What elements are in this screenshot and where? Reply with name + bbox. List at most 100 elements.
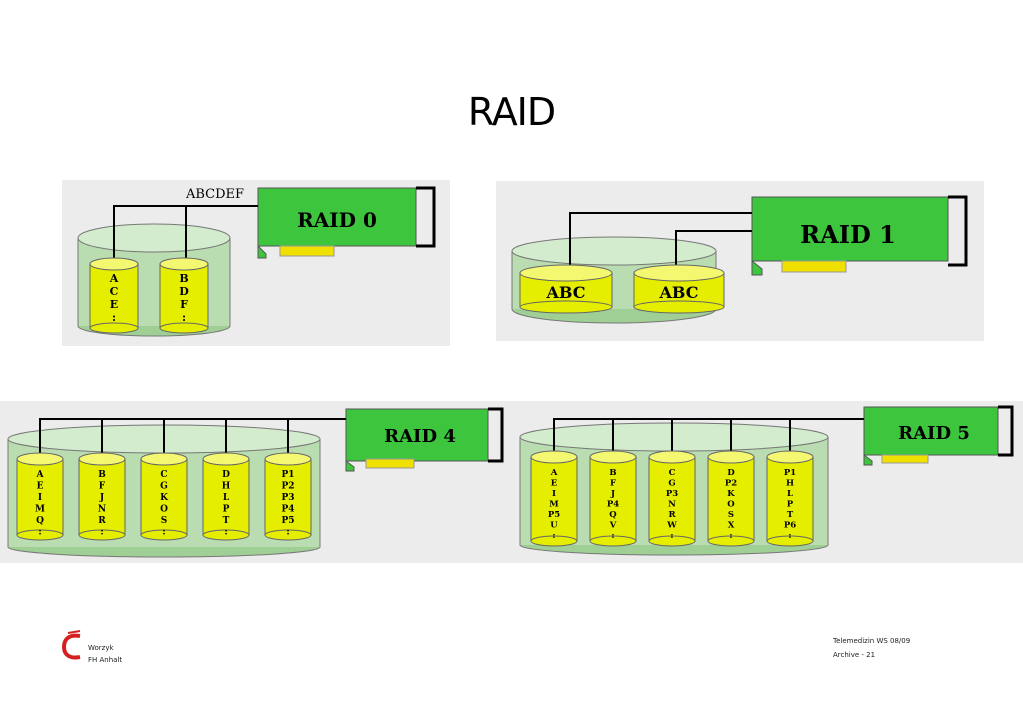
raid1-tray-top — [511, 236, 717, 266]
raid4-disk-5-block: P5 — [281, 516, 294, 526]
slide-title: RAID — [467, 90, 556, 134]
raid5-disk-2-block: Q — [609, 510, 617, 520]
raid1-disk-1: ABC — [519, 264, 613, 314]
raid4-disk-1-block: Q — [36, 516, 44, 526]
raid0-disk-1-block: A — [109, 272, 119, 285]
raid0-disk-2-block: : — [182, 311, 186, 324]
raid5-disk-3-block: C — [669, 468, 676, 478]
raid5-disk-1-block: P5 — [548, 510, 560, 520]
raid4-disk-3-block: : — [162, 528, 165, 538]
raid4-disk-4-block: P — [223, 505, 230, 515]
raid4-card-label: RAID 4 — [384, 426, 456, 447]
raid1-card-label: RAID 1 — [800, 220, 896, 249]
raid5-disk-5-block: P1 — [784, 468, 796, 478]
raid5-disk-2-block: P4 — [607, 500, 619, 510]
raid5-disk-3-block: N — [668, 500, 676, 510]
fh-anhalt-logo — [62, 630, 81, 660]
raid4-disk-2-block: R — [98, 516, 106, 526]
raid5-disk-1-block: U — [550, 521, 558, 531]
footer-author: Worzyk — [88, 644, 114, 652]
raid4-disk-2-block: N — [98, 505, 106, 515]
raid1-svg: RAID 1 ABC ABC — [496, 181, 984, 341]
raid4-disk-3-block: C — [160, 470, 167, 480]
raid4-disk-5-block: P2 — [281, 482, 294, 492]
footer-course-block: Telemedizin WS 08/09 Archive - 21 — [833, 634, 910, 662]
raid5-disk-3-block: P3 — [666, 489, 678, 499]
raid5-disk-4-block: X — [728, 521, 735, 531]
raid5-disk-5-block: T — [787, 510, 794, 520]
raid1-disk-2: ABC — [633, 264, 725, 314]
raid0-disk-2-block: D — [179, 285, 189, 298]
raid5-disk-4-block: P2 — [725, 479, 737, 489]
raid5-disk-3-block: G — [668, 479, 675, 489]
raid4-disk-5-block: P3 — [281, 493, 294, 503]
raid5-disk-1-block: : — [552, 531, 555, 541]
raid4-disk-4-block: D — [222, 470, 230, 480]
raid5-disk-1-block: A — [550, 468, 558, 478]
raid5-disk-5-block: H — [786, 479, 794, 489]
footer-institution: FH Anhalt — [88, 656, 123, 664]
raid4-card — [345, 408, 489, 462]
raid5-disk-3-block: R — [668, 510, 676, 520]
raid0-disk-2-block: F — [180, 298, 188, 311]
raid0-disk-1-block: : — [112, 311, 116, 324]
raid4-disk-2-block: B — [98, 470, 106, 480]
raid4-disk-2-block: F — [99, 482, 106, 492]
raid5-card-label: RAID 5 — [898, 423, 970, 444]
raid4-disk-3-block: O — [160, 505, 168, 515]
raid5-disk-3-block: W — [666, 521, 677, 531]
raid0-data-label: ABCDEF — [185, 187, 244, 202]
raid4-disk-1-block: A — [36, 470, 45, 480]
raid5-disk-5-block: P — [787, 500, 794, 510]
raid5-disk-2-block: B — [609, 468, 616, 478]
raid5-disk-4-block: D — [727, 468, 735, 478]
raid4-disk-3-block: G — [160, 482, 168, 492]
raid5-disk-1-block: E — [551, 479, 558, 489]
raid0-card — [257, 187, 417, 247]
footer-author-block: Worzyk FH Anhalt — [88, 642, 122, 666]
raid5-disk-2-block: : — [611, 531, 614, 541]
raid0-disk-2-block: B — [179, 272, 188, 285]
raid4-disk-3-block: S — [161, 516, 168, 526]
raid4-disk-5-block: P4 — [281, 505, 294, 515]
raid0-disk-1-block: E — [110, 298, 118, 311]
raid5-disk-5-block: : — [788, 531, 791, 541]
raid4-disk-4-block: : — [224, 528, 227, 538]
raid5-disk-3-block: : — [670, 531, 673, 541]
raid4-disk-3-block: K — [160, 493, 169, 503]
raid5-disk-5-block: P6 — [784, 521, 796, 531]
raid4-disk-1-block: I — [38, 493, 42, 503]
footer-page-number: Archive - 21 — [833, 651, 876, 659]
raid5-disk-4-block: O — [727, 500, 735, 510]
raid0-disk-1-block: C — [110, 285, 119, 298]
raid4-disk-2-block: : — [100, 528, 103, 538]
raid5-disk-4-block: : — [729, 531, 732, 541]
raid5-disk-2-block: V — [609, 521, 617, 531]
raid5-disk-4-block: S — [728, 510, 734, 520]
raid5-card — [863, 406, 999, 456]
